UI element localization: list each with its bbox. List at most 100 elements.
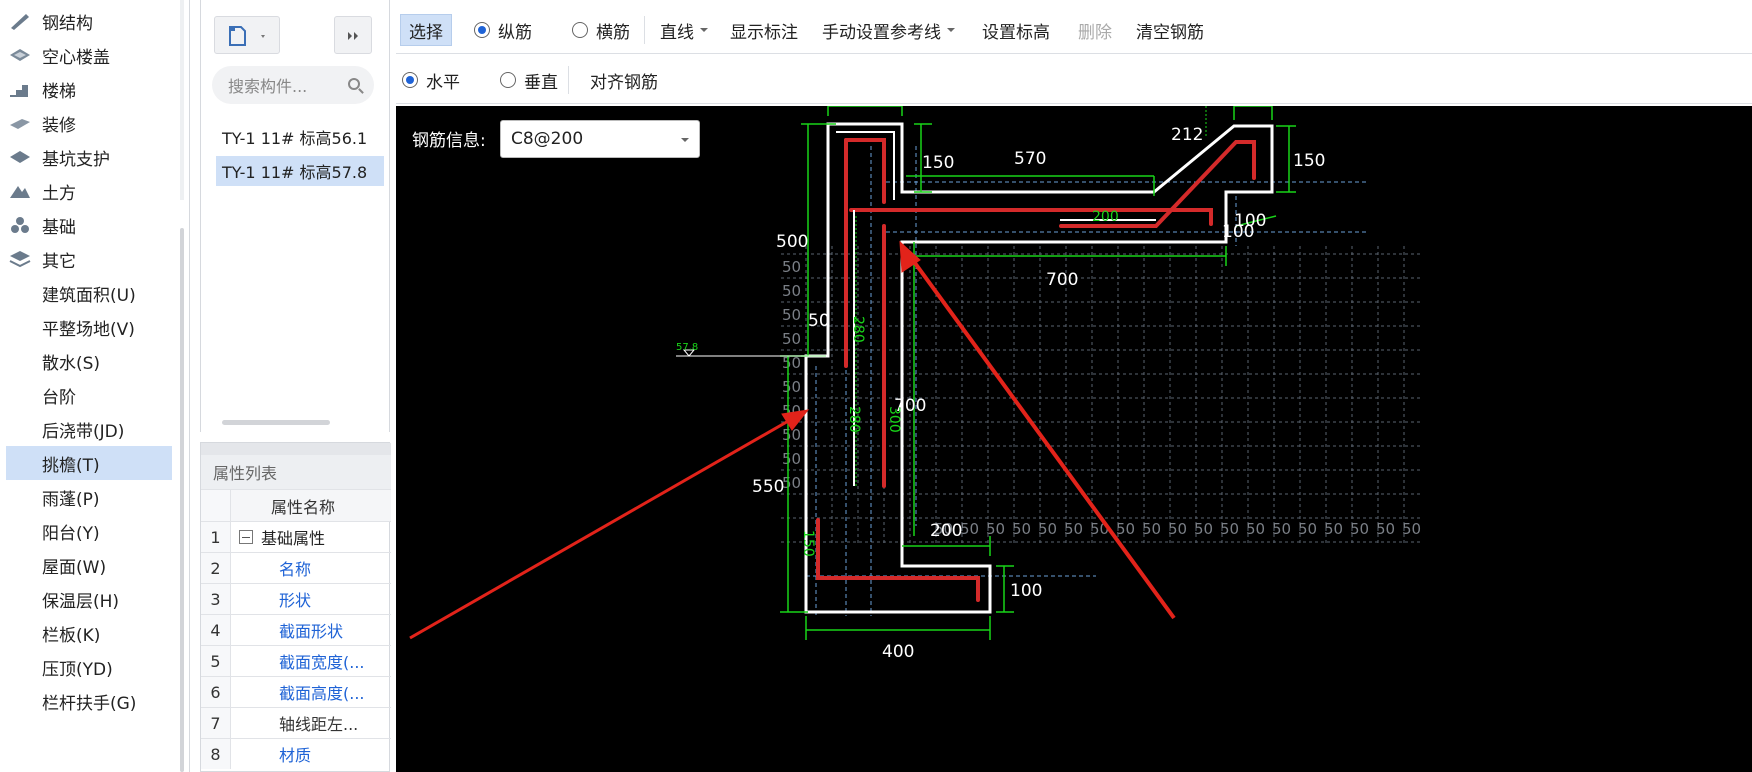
property-panel-title: 属性列表 [201,455,391,489]
nav-item-label: 建筑面积(U) [42,285,136,306]
section-guides [806,146,1366,616]
nav-item-other[interactable]: 其它 [6,242,172,276]
longitudinal-label: 纵筋 [498,22,532,43]
rebars [816,138,1256,602]
transverse-label: 横筋 [596,22,630,43]
nav-item-pit-support[interactable]: 基坑支护 [6,140,172,174]
rebar-toolbar: 选择 纵筋 横筋 直线 显示标注 手动设置参考线 设置标高 删除 清空钢筋 [396,6,1752,54]
grid-label: 50 [782,306,801,324]
delete-button[interactable]: 删除 [1078,22,1112,43]
horizontal-label: 水平 [426,72,460,93]
dim-label: 150 [922,153,954,173]
nav-item-canopy[interactable]: 雨蓬(P) [6,480,172,514]
grid-label: 50 [1142,520,1161,538]
nav-item-label: 保温层(H) [42,591,120,612]
new-component-button[interactable] [214,16,280,54]
reference-guide-green [855,106,1207,486]
chevron-down-icon [947,28,955,32]
line-mode-dropdown[interactable]: 直线 [660,6,708,54]
nav-item-eaves[interactable]: 挑檐(T) [6,446,172,480]
component-search-input[interactable]: 搜索构件... [212,66,374,104]
nav-item-insulation[interactable]: 保温层(H) [6,582,172,616]
component-item-selected[interactable]: TY-1 11# 标高57.8 [216,156,384,186]
nav-item-hollow-floor[interactable]: 空心楼盖 [6,38,172,72]
property-row-name: 截面高度(... [279,684,365,703]
grid-label: 50 [1246,520,1265,538]
grid-label: 50 [1324,520,1343,538]
nav-item-parapet[interactable]: 栏板(K) [6,616,172,650]
nav-scroll-track [180,0,184,200]
dim-label: 500 [776,232,808,252]
grid-label: 50 [1012,520,1031,538]
grid-labels: 50 50 50 50 50 50 50 50 50 50 50 50 50 5… [782,258,1421,538]
grid-label: 50 [1376,520,1395,538]
horizontal-radio[interactable]: 水平 [402,56,460,104]
nav-item-label: 土方 [42,183,76,204]
select-button[interactable]: 选择 [400,14,452,46]
nav-item-railing[interactable]: 栏杆扶手(G) [6,684,172,718]
nav-item-stairs[interactable]: 楼梯 [6,72,172,106]
nav-item-roof[interactable]: 屋面(W) [6,548,172,582]
nav-item-apron[interactable]: 散水(S) [6,344,172,378]
dim-label: 200 [930,521,962,541]
nav-scrollbar[interactable] [180,228,184,772]
grid-label: 50 [1038,520,1057,538]
toolbar-divider [644,16,645,44]
manual-ref-line-dropdown[interactable]: 手动设置参考线 [822,6,955,54]
nav-item-building-area[interactable]: 建筑面积(U) [6,276,172,310]
manual-ref-label: 手动设置参考线 [822,22,941,43]
grid-label: 50 [782,426,801,444]
rebar-info-value: C8@200 [511,129,584,149]
transverse-radio[interactable]: 横筋 [572,6,630,54]
search-icon [348,78,360,90]
property-row-name: 材质 [279,746,312,765]
double-arrow-right-icon [348,32,358,40]
rebar-horizontal-top [849,208,1213,226]
nav-item-label: 栏杆扶手(G) [42,693,137,714]
radio-checked-icon [402,72,418,88]
nav-item-steps[interactable]: 台阶 [6,378,172,412]
grid-label: 50 [782,282,801,300]
grid-label: 50 [1298,520,1317,538]
rebar-info-dropdown[interactable]: C8@200 [500,120,700,158]
property-row-num: 3 [201,584,231,614]
dim-label: 100 [1222,222,1254,242]
nav-item-balcony[interactable]: 阳台(Y) [6,514,172,548]
component-item[interactable]: TY-1 11# 标高56.1 [216,122,384,152]
vertical-radio[interactable]: 垂直 [500,56,558,104]
collapse-icon[interactable] [239,530,253,544]
nav-item-coping[interactable]: 压顶(YD) [6,650,172,684]
nav-item-steel[interactable]: 钢结构 [6,4,172,38]
align-rebar-button[interactable]: 对齐钢筋 [590,72,658,93]
nav-item-site-leveling[interactable]: 平整场地(V) [6,310,172,344]
direction-toolbar: 水平 垂直 对齐钢筋 [396,56,1752,104]
section-drawing[interactable]: 50 50 50 50 50 50 50 50 50 50 50 50 50 5… [396,106,1752,772]
expand-button[interactable] [334,16,372,54]
chevron-down-icon [681,138,689,142]
grid-label: 50 [1350,520,1369,538]
drawing-canvas[interactable]: 50 50 50 50 50 50 50 50 50 50 50 50 50 5… [396,106,1752,772]
component-list-panel [200,0,390,432]
nav-item-foundation[interactable]: 基础 [6,208,172,242]
nav-item-post-pour-strip[interactable]: 后浇带(JD) [6,412,172,446]
clear-rebar-button[interactable]: 清空钢筋 [1136,22,1204,43]
component-list-scrollbar[interactable] [222,420,330,425]
earthwork-icon [8,181,34,201]
set-elevation-button[interactable]: 设置标高 [982,22,1050,43]
longitudinal-radio[interactable]: 纵筋 [474,6,532,54]
show-dims-button[interactable]: 显示标注 [730,22,798,43]
nav-item-earthwork[interactable]: 土方 [6,174,172,208]
chevron-down-icon [700,28,708,32]
property-row-group[interactable]: 1 基础属性 [201,521,391,552]
hollow-floor-icon [8,45,34,65]
component-item-label: TY-1 11# 标高56.1 [222,129,368,148]
nav-item-decoration[interactable]: 装修 [6,106,172,140]
arrow-left-head [781,409,810,431]
